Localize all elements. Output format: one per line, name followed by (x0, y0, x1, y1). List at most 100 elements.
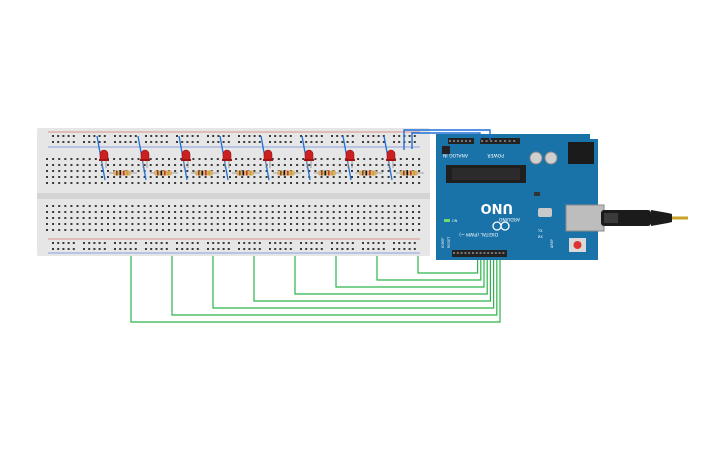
resistor-band (119, 170, 122, 176)
resistor-band (157, 170, 159, 176)
resistor-band (406, 170, 409, 176)
red-led[interactable] (263, 149, 273, 161)
led-base (181, 159, 191, 161)
resistor-band (410, 170, 412, 176)
led-base (345, 159, 355, 161)
resistor-band (283, 170, 286, 176)
leds[interactable] (96, 135, 424, 181)
on-label: ON (452, 219, 458, 223)
led-unit-6[interactable] (301, 135, 342, 181)
led-base (140, 159, 150, 161)
resistor-band (164, 170, 166, 176)
resistor-band (413, 170, 416, 176)
resistor-band (242, 170, 245, 176)
resistor-band (246, 170, 248, 176)
model-label: UNO (481, 200, 514, 215)
digital-header (452, 250, 507, 257)
smd-part (534, 192, 540, 196)
on-led (444, 219, 450, 222)
resistor[interactable] (195, 170, 213, 176)
resistor-band (123, 170, 125, 176)
resistor-band (160, 170, 163, 176)
resistor-band (205, 170, 207, 176)
usb-port[interactable] (565, 204, 605, 232)
digital-label: DIGITAL (PWM ~) (459, 231, 498, 237)
green-wires (130, 230, 501, 323)
led-unit-8[interactable] (383, 135, 424, 181)
resistor-band (198, 170, 200, 176)
resistor-band (369, 170, 371, 176)
resistor-band (365, 170, 368, 176)
usb-cable[interactable] (601, 210, 688, 226)
green-wire-4 (253, 230, 491, 302)
resistor[interactable] (318, 170, 336, 176)
red-led[interactable] (140, 149, 150, 161)
analog-in-label: ANALOG IN (443, 152, 468, 158)
resistor-band (249, 170, 252, 176)
usb-cable-boot (651, 210, 672, 226)
resistor[interactable] (359, 170, 377, 176)
rx-label: RX (538, 235, 543, 239)
led-base (386, 159, 396, 161)
led-unit-4[interactable] (219, 135, 260, 181)
ioref-label: IOREF (441, 238, 445, 248)
dc-power-jack[interactable] (568, 142, 594, 164)
arduino-logo-right-icon (500, 221, 510, 231)
led-base (222, 159, 232, 161)
led-unit-3[interactable] (178, 135, 219, 181)
reset-button-cap[interactable] (573, 241, 582, 249)
aref-label: AREF (550, 239, 554, 248)
led-unit-7[interactable] (342, 135, 383, 181)
resistor-band (126, 170, 129, 176)
resistor-band (167, 170, 170, 176)
green-wire-5 (294, 230, 488, 295)
arduino-uno-board[interactable]: ANALOG IN POWER UNO ARDUINO DIGITAL (PWM… (436, 134, 605, 260)
resistor[interactable] (154, 170, 172, 176)
brand-label: ARDUINO (498, 216, 520, 222)
resistor-band (290, 170, 293, 176)
crystal (538, 208, 552, 217)
breadboard-center-channel (37, 193, 430, 199)
resistor-band (362, 170, 364, 176)
blue-header-wires[interactable] (403, 129, 491, 150)
green-wire-3 (212, 230, 495, 309)
breadboard-body (37, 128, 430, 256)
red-led[interactable] (304, 149, 314, 161)
led-unit-1[interactable] (96, 135, 137, 181)
resistor-band (116, 170, 118, 176)
top-header-pins (449, 140, 516, 142)
capacitor-1 (529, 151, 543, 165)
led-base (263, 159, 273, 161)
resistor-band (331, 170, 334, 176)
led-unit-5[interactable] (260, 135, 301, 181)
red-led[interactable] (181, 149, 191, 161)
red-led[interactable] (345, 149, 355, 161)
green-wire-2 (171, 230, 498, 316)
resistor-band (324, 170, 327, 176)
green-wire-6 (335, 230, 485, 288)
resistor-band (321, 170, 323, 176)
red-led[interactable] (222, 149, 232, 161)
chip-socket (452, 168, 520, 180)
resistor-band (208, 170, 211, 176)
red-led[interactable] (99, 149, 109, 161)
usb-plug-grip (604, 213, 618, 223)
led-base (304, 159, 314, 161)
resistor[interactable] (400, 170, 418, 176)
capacitor-2 (544, 151, 558, 165)
tx-label: TX (537, 229, 543, 233)
resistor-band (287, 170, 289, 176)
resistor-band (280, 170, 282, 176)
resistor-band (328, 170, 330, 176)
resistor[interactable] (236, 170, 254, 176)
resistor-band (239, 170, 241, 176)
led-unit-2[interactable] (137, 135, 178, 181)
breadboard[interactable] (37, 128, 430, 256)
power-label: POWER (487, 152, 504, 158)
red-led[interactable] (386, 149, 396, 161)
icsp-header (442, 146, 450, 154)
resistor[interactable] (113, 170, 131, 176)
resistor[interactable] (277, 170, 295, 176)
led-base (99, 159, 109, 161)
